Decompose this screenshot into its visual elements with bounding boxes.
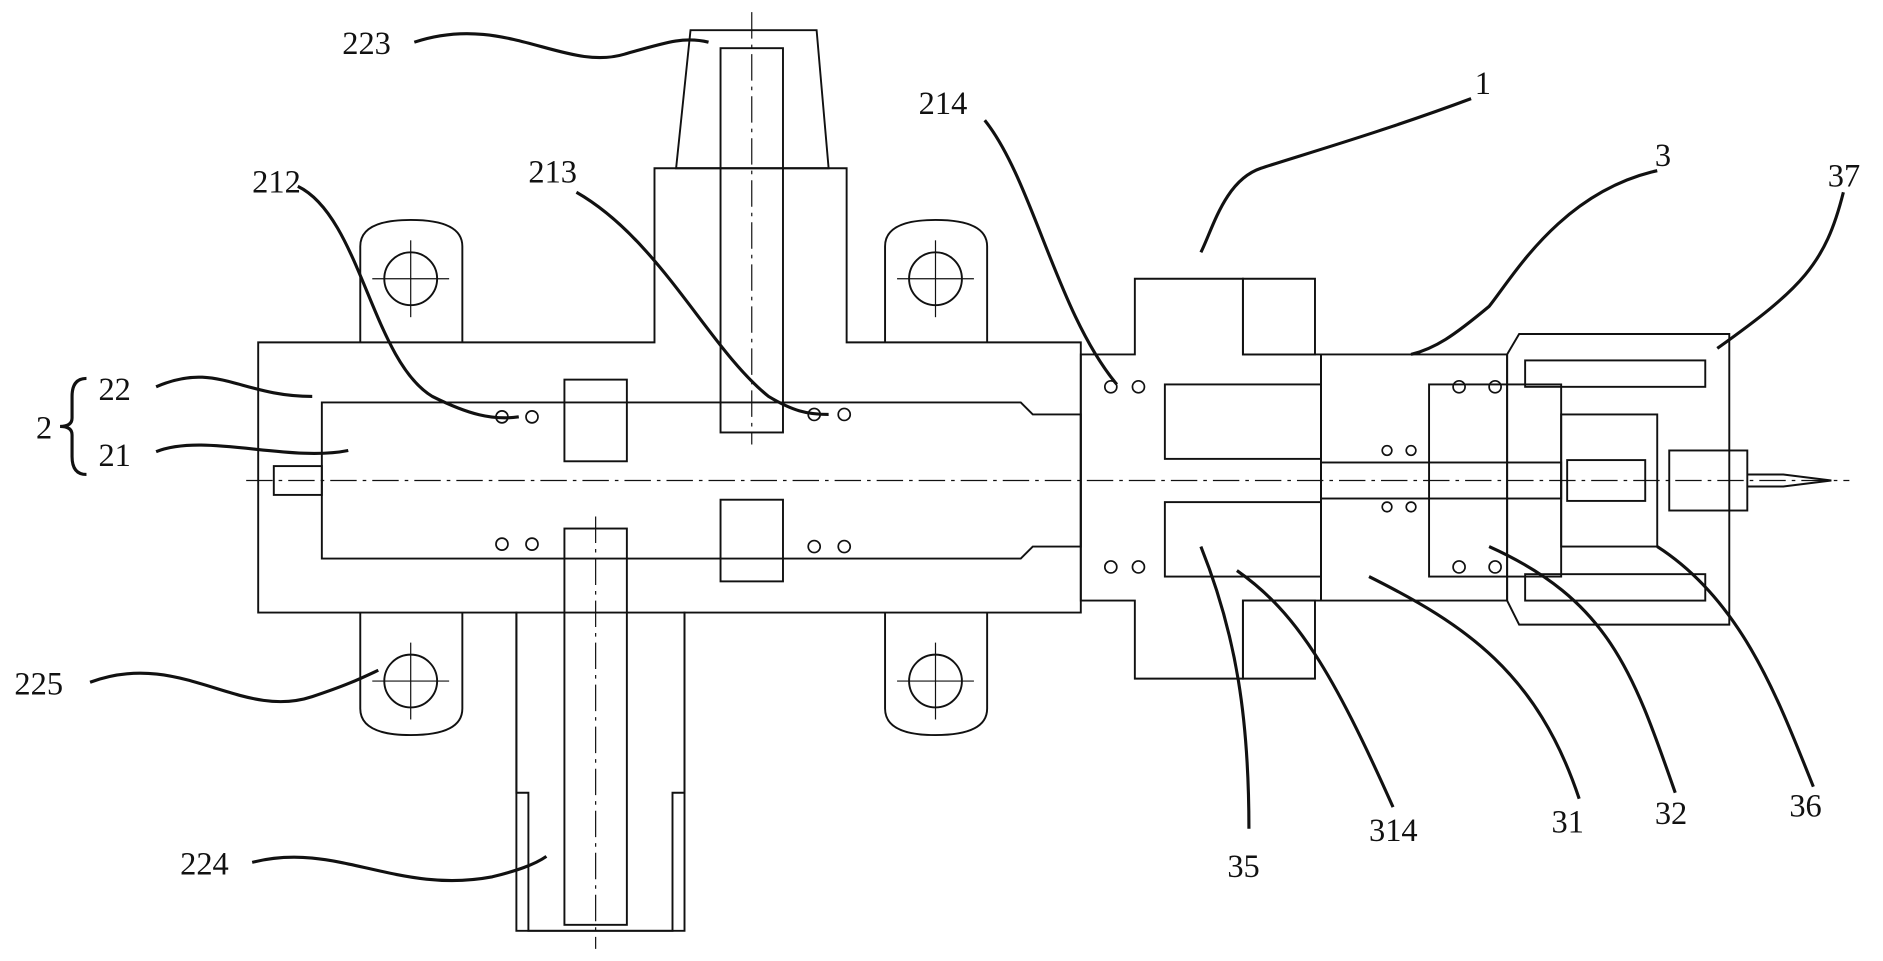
cap-37 (1507, 334, 1831, 625)
label-223: 223 (342, 26, 391, 62)
leader-lines (90, 34, 1843, 881)
label-32: 32 (1655, 796, 1687, 832)
brace-2 (60, 378, 86, 474)
label-31: 31 (1552, 804, 1584, 840)
label-314: 314 (1369, 813, 1418, 849)
label-3: 3 (1655, 138, 1671, 174)
label-36: 36 (1789, 789, 1821, 825)
label-1: 1 (1475, 66, 1491, 102)
label-212: 212 (252, 164, 301, 200)
label-37: 37 (1828, 158, 1860, 194)
label-213: 213 (528, 155, 577, 191)
mounting-lugs (360, 220, 987, 735)
housing-1 (1081, 279, 1321, 679)
label-35: 35 (1227, 849, 1259, 885)
label-225: 225 (14, 666, 63, 702)
label-21: 21 (98, 438, 130, 474)
o-rings (496, 381, 1501, 573)
label-2: 2 (36, 410, 52, 446)
reference-labels: 223 214 1 212 213 3 37 22 2 21 225 224 3… (14, 26, 1860, 885)
label-214: 214 (919, 86, 968, 122)
label-224: 224 (180, 846, 229, 882)
label-22: 22 (98, 372, 130, 408)
